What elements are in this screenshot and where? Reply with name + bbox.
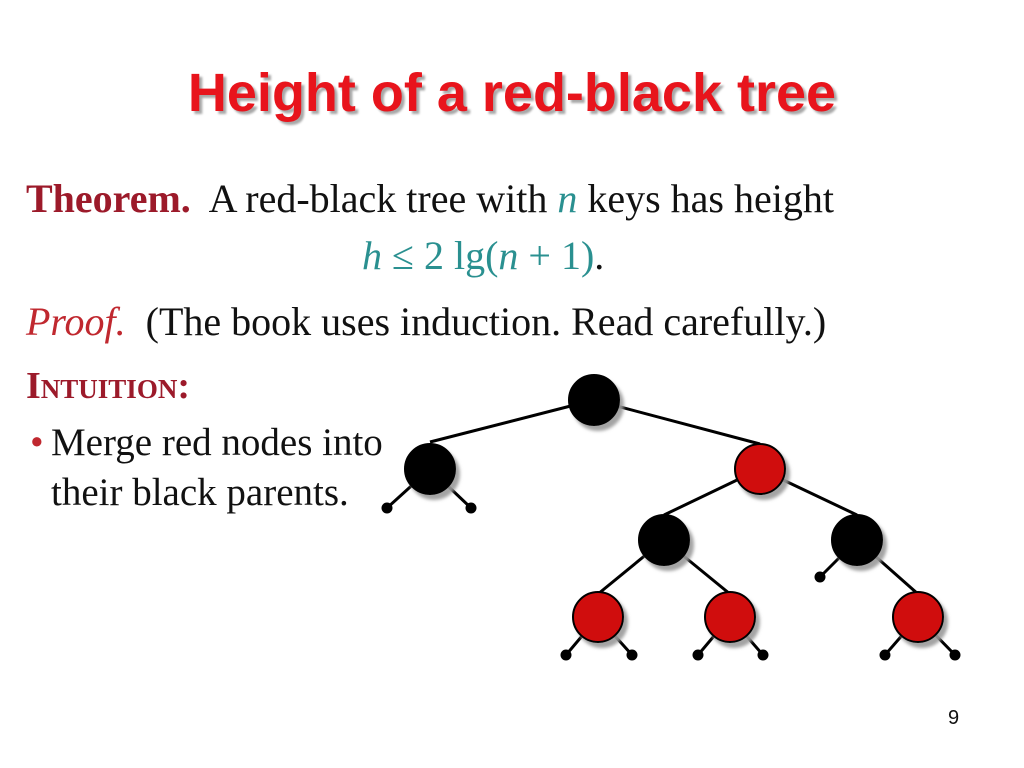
tree-node-rlr xyxy=(704,591,756,643)
formula-period: . xyxy=(594,233,605,278)
bullet-dot-icon: • xyxy=(30,421,44,464)
edge-root-right xyxy=(593,398,761,446)
formula-n: n xyxy=(498,233,519,278)
formula-end: + 1) xyxy=(528,233,595,278)
bullet-text: Merge red nodes into their black parents… xyxy=(51,421,383,514)
edge-root-left xyxy=(429,398,595,444)
theorem-text-2: keys has height xyxy=(587,176,834,221)
tree-node-right xyxy=(734,443,786,495)
slide-title: Height of a red-black tree xyxy=(187,63,837,123)
tree-node-left xyxy=(404,443,456,495)
proof-line: Proof. (The book uses induction. Read ca… xyxy=(26,298,826,345)
theorem-var-n: n xyxy=(557,176,578,221)
theorem-formula: h ≤ 2 lg(n + 1). xyxy=(362,232,604,279)
tree-node-rr xyxy=(831,514,883,566)
proof-text: (The book uses induction. Read carefully… xyxy=(145,299,827,344)
tree-node-rl xyxy=(638,514,690,566)
tree-node-rll xyxy=(572,591,624,643)
intuition-heading: Intuition: xyxy=(26,365,190,407)
proof-label: Proof. xyxy=(26,299,126,344)
theorem-line: Theorem. A red-black tree with n keys ha… xyxy=(26,175,834,222)
formula-h: h xyxy=(362,233,382,278)
theorem-text-1: A red-black tree with xyxy=(208,176,548,221)
formula-rel: ≤ 2 lg( xyxy=(392,233,499,278)
tree-node-rrr xyxy=(892,591,944,643)
tree-node-root xyxy=(568,374,620,426)
page-number: 9 xyxy=(948,707,960,729)
theorem-label: Theorem. xyxy=(26,176,191,221)
